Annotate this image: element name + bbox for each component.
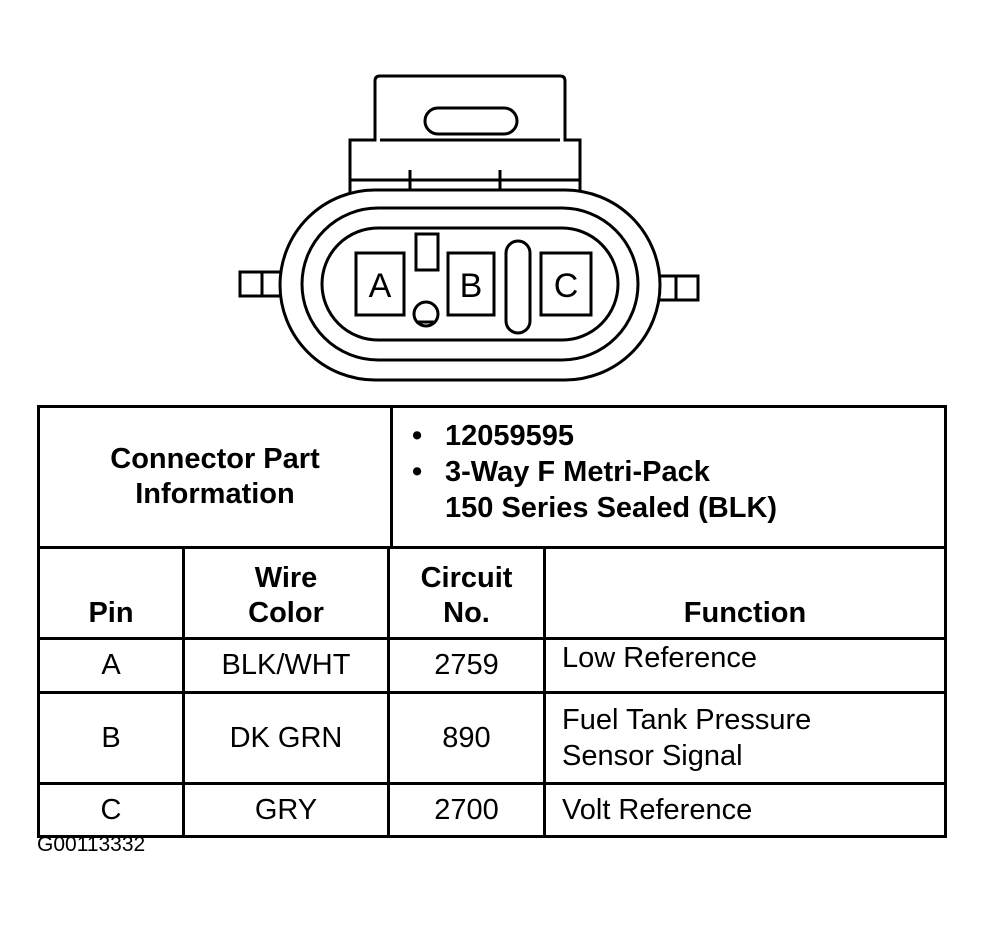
part-info-header-line1: Connector Part — [110, 443, 320, 475]
pin-label-c: C — [554, 267, 579, 305]
part-info-row: Connector Part Information • 12059595 • … — [40, 408, 944, 549]
column-header-row: Pin Wire Color Circuit No. Function — [40, 549, 944, 640]
part-info-values: • 12059595 • 3-Way F Metri-Pack 150 Seri… — [393, 408, 944, 546]
tab-slot — [423, 106, 519, 136]
pin-cell: C — [40, 785, 185, 835]
header-circuit-no: Circuit No. — [390, 549, 546, 637]
figure-code: G00113332 — [37, 833, 146, 856]
wire-color-cell: BLK/WHT — [185, 640, 390, 691]
part-info-header-line2: Information — [135, 478, 295, 510]
wire-color-cell: GRY — [185, 785, 390, 835]
header-pin: Pin — [40, 549, 185, 637]
wire-color-cell: DK GRN — [185, 694, 390, 782]
pin-cell: B — [40, 694, 185, 782]
function-cell: Low Reference — [562, 642, 758, 674]
pin-cavity-c — [539, 251, 593, 317]
connector-type: • 3-Way F Metri-Pack 150 Series Sealed (… — [412, 456, 778, 524]
pin-cavity-a — [354, 251, 406, 317]
pin-cavity-b — [446, 251, 496, 317]
table-row: C GRY 2700 Volt Reference — [40, 785, 944, 835]
header-function: Function — [683, 597, 807, 629]
polarity-key-top — [414, 232, 440, 272]
circuit-cell: 890 — [390, 694, 546, 782]
pin-cell: A — [40, 640, 185, 691]
table-row: B DK GRN 890 Fuel Tank Pressure Sensor S… — [40, 694, 944, 785]
circuit-cell: 2700 — [390, 785, 546, 835]
header-wire-color: Wire Color — [185, 549, 390, 637]
bullet: • — [412, 456, 423, 488]
circuit-cell: 2759 — [390, 640, 546, 691]
function-cell: Volt Reference — [562, 794, 753, 826]
pin-label-b: B — [460, 267, 483, 305]
part-info-header: Connector Part Information — [40, 408, 393, 546]
divider-rib — [504, 239, 532, 335]
polarity-key-round — [412, 300, 440, 328]
connector-info-table: Connector Part Information • 12059595 • … — [37, 405, 947, 838]
function-cell: Fuel Tank Pressure Sensor Signal — [562, 704, 812, 772]
pin-label-a: A — [369, 267, 392, 305]
part-number: • 12059595 — [412, 420, 575, 452]
table-row: A BLK/WHT 2759 Low Reference — [40, 640, 944, 694]
bullet: • — [412, 420, 423, 452]
connector-face-diagram: A B C — [238, 74, 700, 382]
